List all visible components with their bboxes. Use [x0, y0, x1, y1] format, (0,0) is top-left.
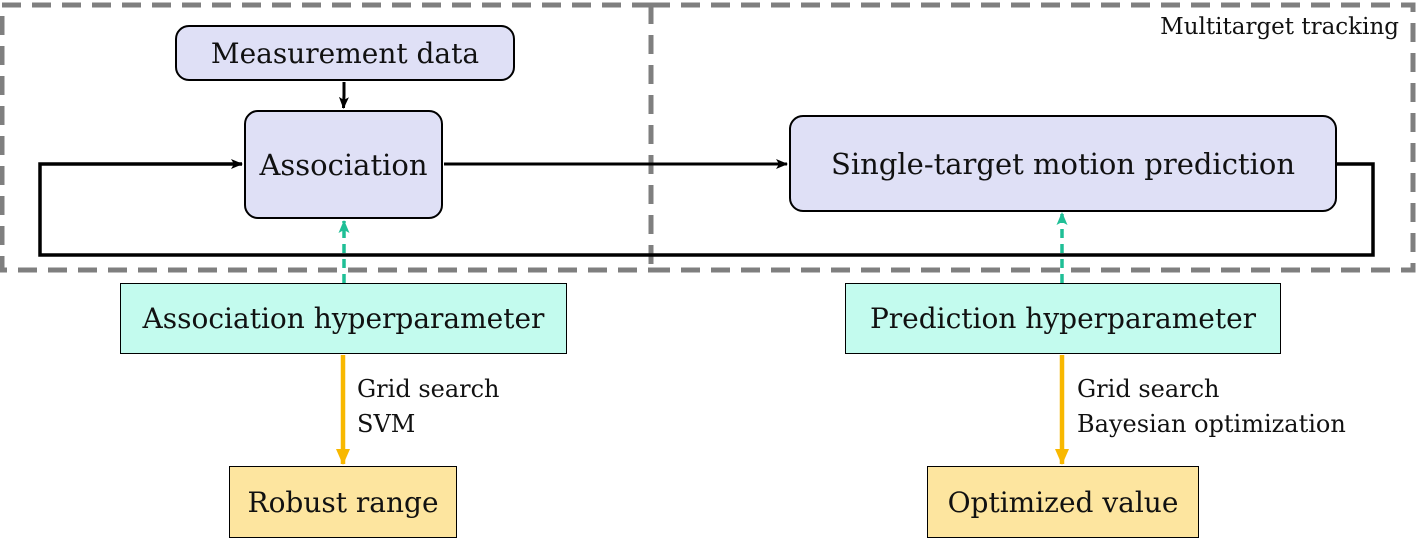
association-method-svm: SVM	[357, 410, 416, 438]
association-method-grid-search: Grid search	[357, 375, 500, 403]
association-methods-label: Grid search SVM	[357, 372, 500, 442]
robust-range-node: Robust range	[229, 466, 457, 538]
prediction-method-grid-search: Grid search	[1077, 375, 1220, 403]
multitarget-tracking-label: Multitarget tracking	[1160, 14, 1399, 40]
prediction-methods-label: Grid search Bayesian optimization	[1077, 372, 1346, 442]
association-hyperparameter-node: Association hyperparameter	[120, 283, 567, 354]
multitarget-tracking-region	[0, 2, 1416, 273]
association-node: Association	[244, 110, 443, 219]
optimized-value-node: Optimized value	[927, 466, 1199, 538]
measurement-to-association-arrow	[338, 82, 349, 109]
prediction-hyperparameter-node: Prediction hyperparameter	[845, 283, 1281, 354]
feedback-loop-arrow	[38, 159, 1375, 257]
single-target-motion-prediction-node: Single-target motion prediction	[789, 115, 1337, 212]
measurement-data-node: Measurement data	[175, 25, 515, 81]
prediction-method-bayesian-optimization: Bayesian optimization	[1077, 410, 1346, 438]
